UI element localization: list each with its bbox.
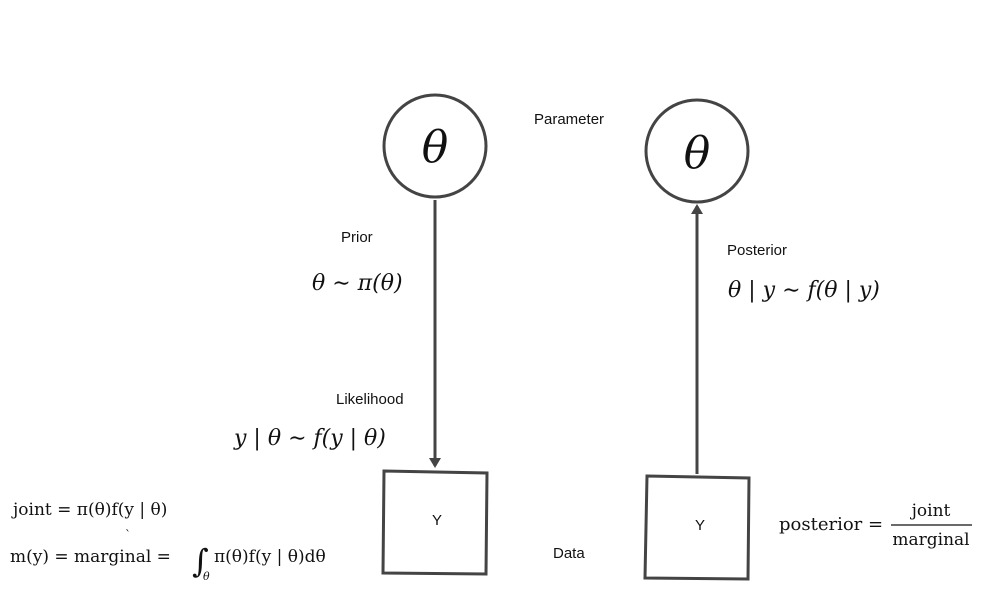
theta-node-left: θ <box>382 93 488 199</box>
theta-node-right: θ <box>644 98 750 204</box>
posterior-ratio-denominator: marginal <box>892 530 969 550</box>
integral-subscript: θ <box>203 570 210 583</box>
y-node-left: Y <box>381 469 489 576</box>
posterior-formula: θ | y ∼ f(θ | y) <box>728 278 880 303</box>
marginal-rhs: π(θ)f(y | θ)dθ <box>214 547 326 567</box>
y-node-right: Y <box>643 474 751 581</box>
posterior-ratio-numerator: joint <box>910 501 951 521</box>
y-left-label: Y <box>432 512 442 529</box>
theta-left-symbol: θ <box>422 122 449 173</box>
parameter-label: Parameter <box>534 111 604 128</box>
marginal-formula: m(y) = marginal = ∫ θ π(θ)f(y | θ)dθ <box>10 542 326 583</box>
marginal-lhs: m(y) = marginal = <box>10 547 171 567</box>
posterior-ratio-lhs: posterior = <box>779 514 883 535</box>
tick-mark: ` <box>125 528 131 542</box>
data-label: Data <box>553 545 585 562</box>
prior-formula: θ ∼ π(θ) <box>312 271 403 296</box>
integral-sign: ∫ <box>192 542 209 580</box>
joint-formula: joint = π(θ)f(y | θ) <box>11 500 167 520</box>
likelihood-label: Likelihood <box>336 391 404 408</box>
posterior-ratio-formula: posterior = joint marginal <box>779 501 972 550</box>
y-right-label: Y <box>695 517 705 534</box>
posterior-label: Posterior <box>727 242 787 259</box>
prior-label: Prior <box>341 229 373 246</box>
likelihood-formula: y | θ ∼ f(y | θ) <box>233 426 386 451</box>
theta-right-symbol: θ <box>684 128 711 179</box>
